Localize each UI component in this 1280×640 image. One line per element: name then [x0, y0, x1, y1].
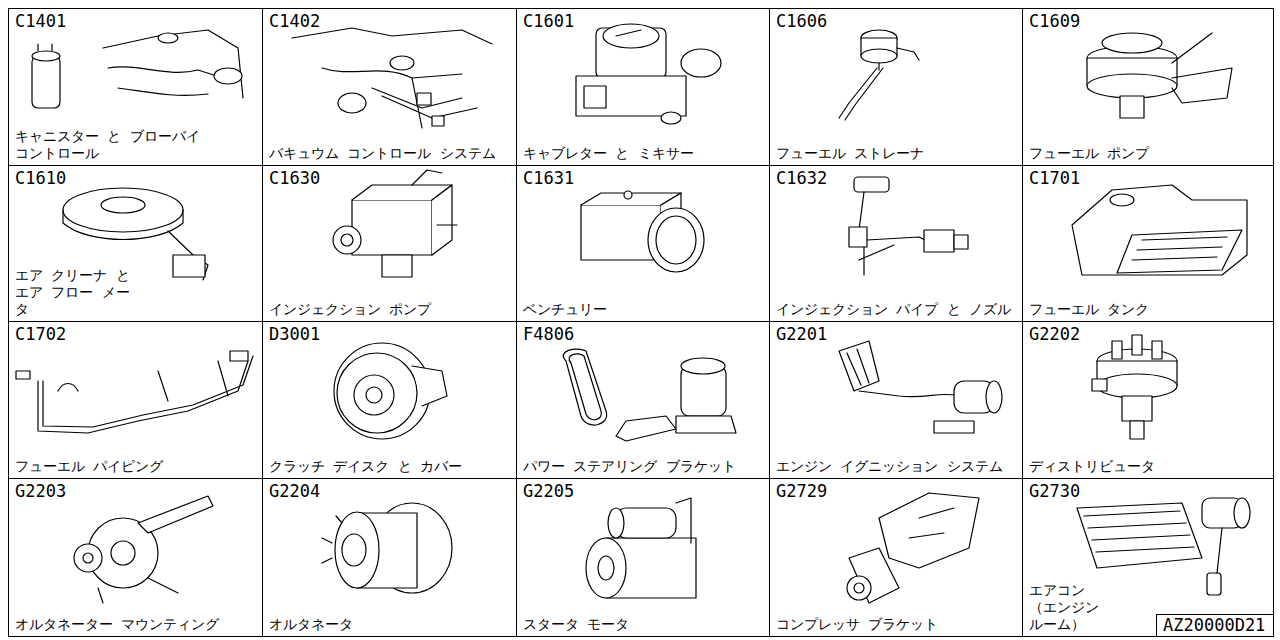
catalog-cell: F4806 パワー ステアリング ブラケット	[516, 321, 770, 479]
part-name: ディストリビュータ	[1029, 458, 1155, 475]
part-name: フューエル パイピング	[15, 458, 163, 475]
catalog-cell: G2203 オルタネーター マウンティング	[8, 478, 263, 637]
part-name: エア クリーナ と エア フロー メータ	[15, 267, 141, 318]
catalog-cell: G2729 コンプレッサ ブラケット	[769, 478, 1023, 637]
part-code: G2203	[15, 481, 66, 501]
part-name: パワー ステアリング ブラケット	[523, 458, 736, 475]
part-code: C1402	[269, 11, 320, 31]
part-name: コンプレッサ ブラケット	[776, 616, 938, 633]
part-code: G2730	[1029, 481, 1080, 501]
catalog-cell: C1701 フューエル タンク	[1022, 165, 1274, 322]
catalog-cell: C1402 バキュウム コントロール システム	[262, 8, 517, 166]
catalog-cell: C1702 フューエル パイピング	[8, 321, 263, 479]
part-name: キャブレター と ミキサー	[523, 145, 694, 162]
part-code: G2202	[1029, 324, 1080, 344]
part-code: C1702	[15, 324, 66, 344]
part-code: C1631	[523, 168, 574, 188]
catalog-cell: C1401 キャニスター と ブローバイ コントロール	[8, 8, 263, 166]
part-name: バキュウム コントロール システム	[269, 145, 496, 162]
catalog-cell: G2202 ディストリビュータ	[1022, 321, 1274, 479]
part-code: G2204	[269, 481, 320, 501]
part-code: C1632	[776, 168, 827, 188]
part-name: フューエル タンク	[1029, 301, 1149, 318]
part-name: オルタネーター マウンティング	[15, 616, 219, 633]
part-code: G2201	[776, 324, 827, 344]
catalog-cell: D3001 クラッチ デイスク と カバー	[262, 321, 517, 479]
part-code: C1610	[15, 168, 66, 188]
part-name: インジェクション パイプ と ノズル	[776, 301, 1011, 318]
part-name: インジェクション ポンプ	[269, 301, 431, 318]
part-code: C1609	[1029, 11, 1080, 31]
part-code: G2205	[523, 481, 574, 501]
catalog-cell: G2205 スタータ モータ	[516, 478, 770, 637]
part-code: F4806	[523, 324, 574, 344]
part-code: G2729	[776, 481, 827, 501]
part-name: フューエル ポンプ	[1029, 145, 1149, 162]
part-name: エンジン イグニッション システム	[776, 458, 1003, 475]
part-name: エアコン （エンジン ルーム）	[1029, 582, 1107, 633]
part-code: AZ20000D21	[1163, 615, 1265, 635]
catalog-cell: C1601 キャブレター と ミキサー	[516, 8, 770, 166]
catalog-cell: G2201 エンジン イグニッション システム	[769, 321, 1023, 479]
part-code: C1630	[269, 168, 320, 188]
catalog-cell: C1606 フューエル ストレーナ	[769, 8, 1023, 166]
part-code: C1401	[15, 11, 66, 31]
part-name: ベンチュリー	[523, 301, 607, 318]
part-name: オルタネータ	[269, 616, 353, 633]
part-code: C1601	[523, 11, 574, 31]
part-name: キャニスター と ブローバイ コントロール	[15, 128, 211, 162]
part-name: クラッチ デイスク と カバー	[269, 458, 462, 475]
catalog-cell: C1610 エア クリーナ と エア フロー メータ	[8, 165, 263, 322]
catalog-cell: G2204 オルタネータ	[262, 478, 517, 637]
drawing-number-box: AZ20000D21	[1156, 614, 1273, 636]
part-code: C1606	[776, 11, 827, 31]
part-name: スタータ モータ	[523, 616, 629, 633]
part-code: C1701	[1029, 168, 1080, 188]
catalog-cell: C1630 インジェクション ポンプ	[262, 165, 517, 322]
catalog-cell: C1632 インジェクション パイプ と ノズル	[769, 165, 1023, 322]
part-name: フューエル ストレーナ	[776, 145, 924, 162]
catalog-cell: G2730 エアコン （エンジン ルーム） AZ20000D21	[1022, 478, 1274, 637]
part-code: D3001	[269, 324, 320, 344]
catalog-cell: C1609 フューエル ポンプ	[1022, 8, 1274, 166]
catalog-cell: C1631 ベンチュリー	[516, 165, 770, 322]
